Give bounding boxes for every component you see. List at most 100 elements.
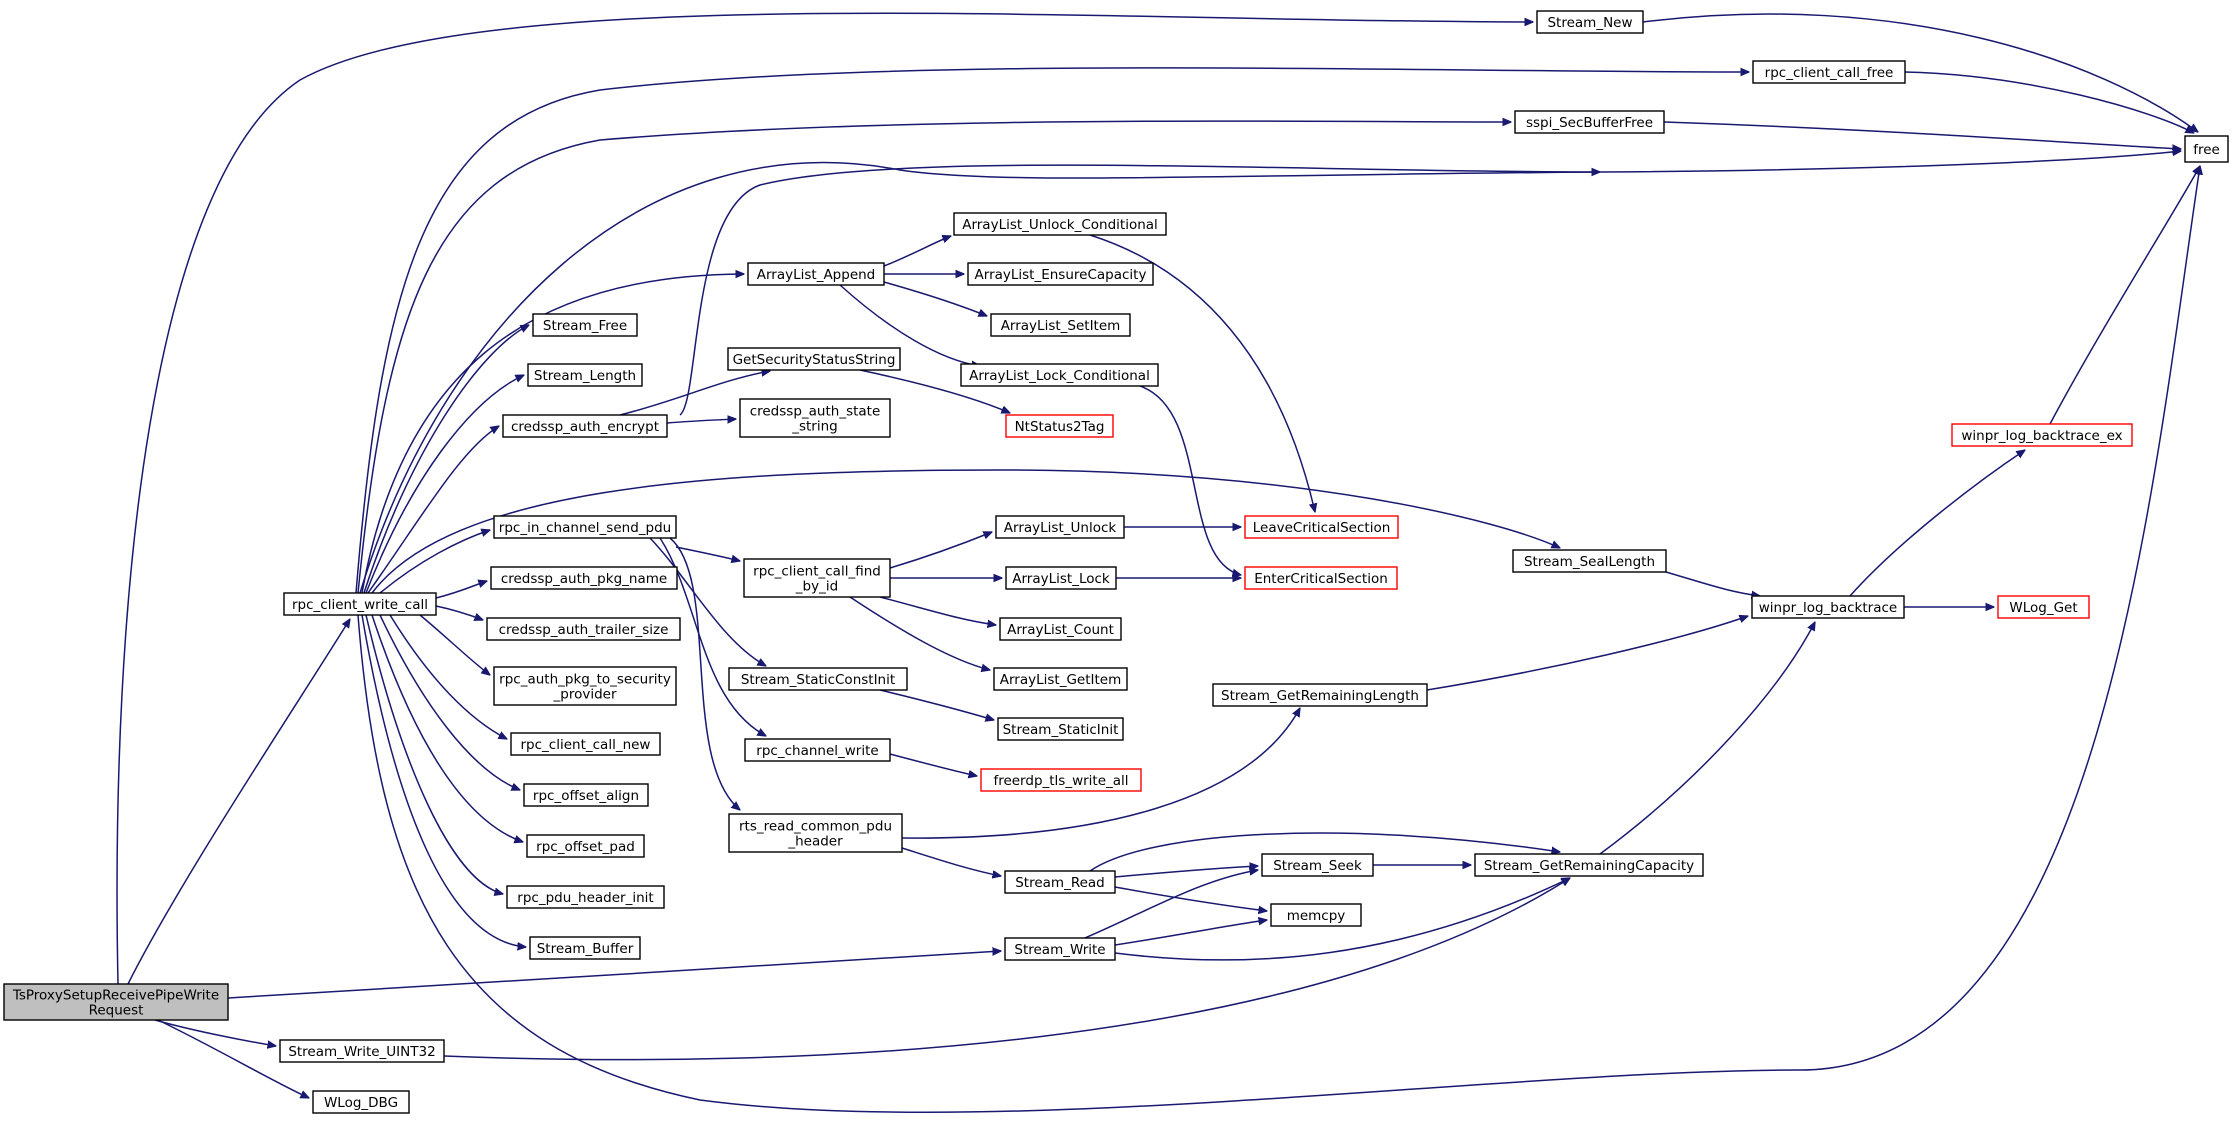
node-box[interactable] xyxy=(1261,853,1374,877)
node-box[interactable] xyxy=(526,834,645,858)
node-box[interactable] xyxy=(312,1090,410,1114)
node-box[interactable] xyxy=(1474,853,1704,877)
node-box[interactable] xyxy=(744,738,891,762)
node-box[interactable] xyxy=(1997,595,2090,619)
node-box[interactable] xyxy=(993,667,1128,691)
node-cats[interactable]: credssp_auth_trailer_size xyxy=(486,617,681,641)
node-algi[interactable]: ArrayList_GetItem xyxy=(993,667,1128,691)
node-box[interactable] xyxy=(728,667,908,691)
node-rccfbi[interactable]: rpc_client_call_find_by_id xyxy=(743,558,891,598)
node-box[interactable] xyxy=(486,617,681,641)
node-box[interactable] xyxy=(3,983,229,1021)
node-ssi[interactable]: Stream_StaticInit xyxy=(997,717,1124,741)
node-box[interactable] xyxy=(967,262,1154,286)
node-rcw[interactable]: rpc_channel_write xyxy=(744,738,891,762)
node-box[interactable] xyxy=(739,398,891,438)
node-ala[interactable]: ArrayList_Append xyxy=(747,262,885,286)
node-free[interactable]: free xyxy=(2184,135,2229,163)
node-box[interactable] xyxy=(727,347,901,371)
node-wlb[interactable]: winpr_log_backtrace xyxy=(1751,595,1905,619)
node-raptsp[interactable]: rpc_auth_pkg_to_security_provider xyxy=(493,666,677,706)
node-allc[interactable]: ArrayList_Lock_Conditional xyxy=(960,363,1159,387)
node-snew[interactable]: Stream_New xyxy=(1536,10,1644,34)
node-slen[interactable]: Stream_Length xyxy=(527,363,643,387)
node-alu[interactable]: ArrayList_Unlock xyxy=(995,515,1125,539)
node-ssl[interactable]: Stream_SealLength xyxy=(1512,549,1667,573)
node-box[interactable] xyxy=(510,732,661,756)
node-box[interactable] xyxy=(283,592,437,616)
node-rphi[interactable]: rpc_pdu_header_init xyxy=(506,885,665,909)
node-cae[interactable]: credssp_auth_encrypt xyxy=(502,414,668,438)
node-ecs[interactable]: EnterCriticalSection xyxy=(1244,566,1398,590)
node-lcs[interactable]: LeaveCriticalSection xyxy=(1244,515,1399,539)
node-box[interactable] xyxy=(279,1039,445,1063)
node-alc[interactable]: ArrayList_Count xyxy=(999,617,1122,641)
node-rop[interactable]: rpc_offset_pad xyxy=(526,834,645,858)
node-sgrc[interactable]: Stream_GetRemainingCapacity xyxy=(1474,853,1704,877)
node-swrite[interactable]: Stream_Write xyxy=(1004,937,1116,961)
node-box[interactable] xyxy=(1004,870,1116,894)
node-alsi[interactable]: ArrayList_SetItem xyxy=(990,313,1131,337)
node-box[interactable] xyxy=(1212,683,1428,707)
node-box[interactable] xyxy=(1004,937,1116,961)
node-box[interactable] xyxy=(529,936,641,960)
node-gsss[interactable]: GetSecurityStatusString xyxy=(727,347,901,371)
node-sseek[interactable]: Stream_Seek xyxy=(1261,853,1374,877)
node-memcpy[interactable]: memcpy xyxy=(1270,903,1362,927)
node-ftwa[interactable]: freerdp_tls_write_all xyxy=(980,768,1142,792)
node-box[interactable] xyxy=(1951,423,2133,447)
node-box[interactable] xyxy=(532,313,638,337)
node-box[interactable] xyxy=(2184,135,2229,163)
node-sfree[interactable]: Stream_Free xyxy=(532,313,638,337)
node-rccn[interactable]: rpc_client_call_new xyxy=(510,732,661,756)
node-cass[interactable]: credssp_auth_state_string xyxy=(739,398,891,438)
node-swu32[interactable]: Stream_Write_UINT32 xyxy=(279,1039,445,1063)
node-box[interactable] xyxy=(1244,566,1398,590)
node-box[interactable] xyxy=(523,783,649,807)
node-box[interactable] xyxy=(1005,566,1117,590)
node-box[interactable] xyxy=(997,717,1124,741)
node-rcwc[interactable]: rpc_client_write_call xyxy=(283,592,437,616)
node-box[interactable] xyxy=(995,515,1125,539)
node-sbuf[interactable]: Stream_Buffer xyxy=(529,936,641,960)
node-box[interactable] xyxy=(527,363,643,387)
node-rrcph[interactable]: rts_read_common_pdu_header xyxy=(728,813,903,853)
node-box[interactable] xyxy=(743,558,891,598)
node-box[interactable] xyxy=(990,313,1131,337)
node-all[interactable]: ArrayList_Lock xyxy=(1005,566,1117,590)
node-box[interactable] xyxy=(953,212,1167,236)
node-box[interactable] xyxy=(728,813,903,853)
node-ricsp[interactable]: rpc_in_channel_send_pdu xyxy=(493,515,677,539)
node-box[interactable] xyxy=(1514,110,1665,134)
node-box[interactable] xyxy=(1536,10,1644,34)
node-wlbe[interactable]: winpr_log_backtrace_ex xyxy=(1951,423,2133,447)
node-alec[interactable]: ArrayList_EnsureCapacity xyxy=(967,262,1154,286)
node-box[interactable] xyxy=(502,414,668,438)
node-box[interactable] xyxy=(1244,515,1399,539)
node-capn[interactable]: credssp_auth_pkg_name xyxy=(490,566,678,590)
node-ssci[interactable]: Stream_StaticConstInit xyxy=(728,667,908,691)
node-ssbf[interactable]: sspi_SecBufferFree xyxy=(1514,110,1665,134)
node-box[interactable] xyxy=(999,617,1122,641)
node-rccf[interactable]: rpc_client_call_free xyxy=(1752,60,1906,84)
node-box[interactable] xyxy=(1751,595,1905,619)
node-aluc[interactable]: ArrayList_Unlock_Conditional xyxy=(953,212,1167,236)
node-box[interactable] xyxy=(493,666,677,706)
node-sread[interactable]: Stream_Read xyxy=(1004,870,1116,894)
node-box[interactable] xyxy=(960,363,1159,387)
node-box[interactable] xyxy=(1752,60,1906,84)
node-box[interactable] xyxy=(1005,414,1114,438)
node-sgrl[interactable]: Stream_GetRemainingLength xyxy=(1212,683,1428,707)
node-roa[interactable]: rpc_offset_align xyxy=(523,783,649,807)
node-box[interactable] xyxy=(1512,549,1667,573)
node-box[interactable] xyxy=(980,768,1142,792)
node-box[interactable] xyxy=(506,885,665,909)
node-wlogget[interactable]: WLog_Get xyxy=(1997,595,2090,619)
node-nt2t[interactable]: NtStatus2Tag xyxy=(1005,414,1114,438)
node-wlogdbg[interactable]: WLog_DBG xyxy=(312,1090,410,1114)
node-box[interactable] xyxy=(490,566,678,590)
node-box[interactable] xyxy=(747,262,885,286)
node-box[interactable] xyxy=(1270,903,1362,927)
node-box[interactable] xyxy=(493,515,677,539)
